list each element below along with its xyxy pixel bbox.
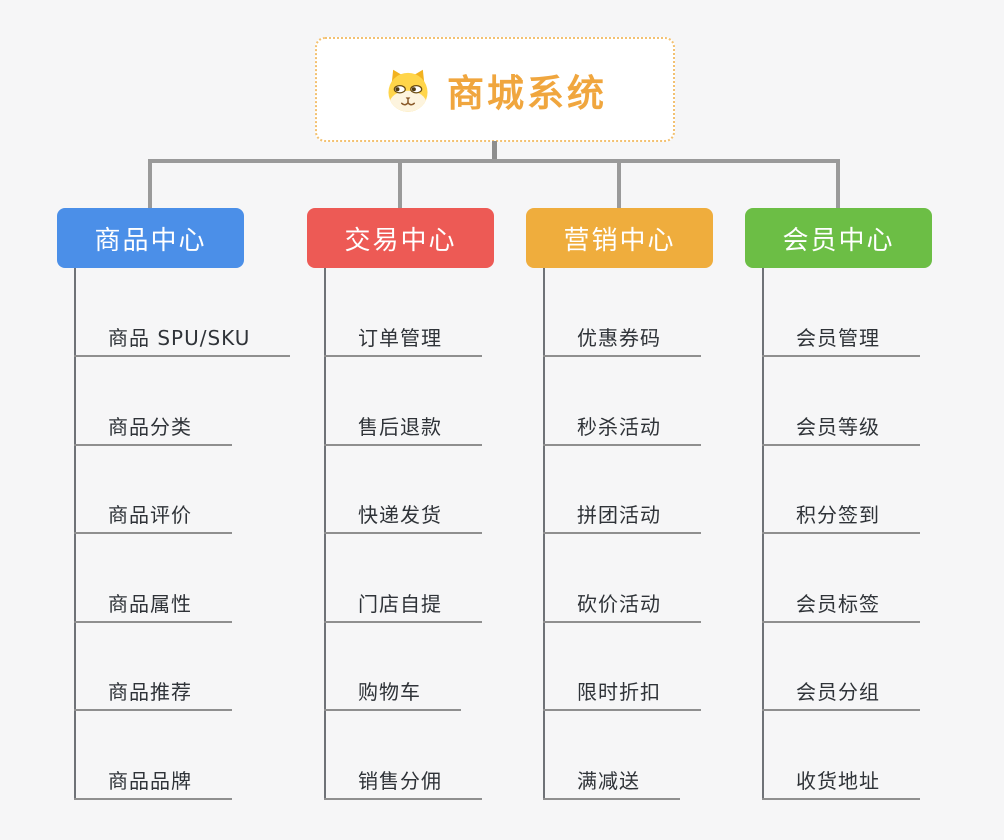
root-node[interactable]: 商城系统 <box>315 37 675 142</box>
leaf-node[interactable]: 门店自提 <box>324 591 482 623</box>
branch-drop-line <box>836 159 840 208</box>
leaf-node[interactable]: 拼团活动 <box>543 502 701 534</box>
leaf-node[interactable]: 购物车 <box>324 679 461 711</box>
branch-node[interactable]: 营销中心 <box>526 208 713 268</box>
leaf-node[interactable]: 满减送 <box>543 768 680 800</box>
branch-node[interactable]: 商品中心 <box>57 208 244 268</box>
leaf-node[interactable]: 订单管理 <box>324 325 482 357</box>
leaf-node[interactable]: 商品属性 <box>74 591 232 623</box>
leaf-node[interactable]: 商品分类 <box>74 414 232 446</box>
branch-node[interactable]: 交易中心 <box>307 208 494 268</box>
leaf-node[interactable]: 会员标签 <box>762 591 920 623</box>
branch-trunk-line <box>543 268 545 800</box>
leaf-node[interactable]: 优惠券码 <box>543 325 701 357</box>
leaf-node[interactable]: 限时折扣 <box>543 679 701 711</box>
branch-drop-line <box>148 159 152 208</box>
branch-drop-line <box>398 159 402 208</box>
branch-node[interactable]: 会员中心 <box>745 208 932 268</box>
leaf-node[interactable]: 商品评价 <box>74 502 232 534</box>
branch-trunk-line <box>74 268 76 800</box>
leaf-node[interactable]: 积分签到 <box>762 502 920 534</box>
dog-face-icon <box>388 69 428 112</box>
leaf-node[interactable]: 商品品牌 <box>74 768 232 800</box>
leaf-node[interactable]: 秒杀活动 <box>543 414 701 446</box>
leaf-node[interactable]: 收货地址 <box>762 768 920 800</box>
root-connector-line <box>492 141 497 162</box>
branch-trunk-line <box>762 268 764 800</box>
leaf-node[interactable]: 砍价活动 <box>543 591 701 623</box>
root-title: 商城系统 <box>447 71 607 115</box>
leaf-node[interactable]: 会员等级 <box>762 414 920 446</box>
leaf-node[interactable]: 会员分组 <box>762 679 920 711</box>
branch-drop-line <box>617 159 621 208</box>
branch-trunk-line <box>324 268 326 800</box>
leaf-node[interactable]: 快递发货 <box>324 502 482 534</box>
leaf-node[interactable]: 商品 SPU/SKU <box>74 325 291 357</box>
branch-bus-line <box>148 159 840 163</box>
leaf-node[interactable]: 会员管理 <box>762 325 920 357</box>
leaf-node[interactable]: 商品推荐 <box>74 679 232 711</box>
leaf-node[interactable]: 销售分佣 <box>324 768 482 800</box>
leaf-node[interactable]: 售后退款 <box>324 414 482 446</box>
